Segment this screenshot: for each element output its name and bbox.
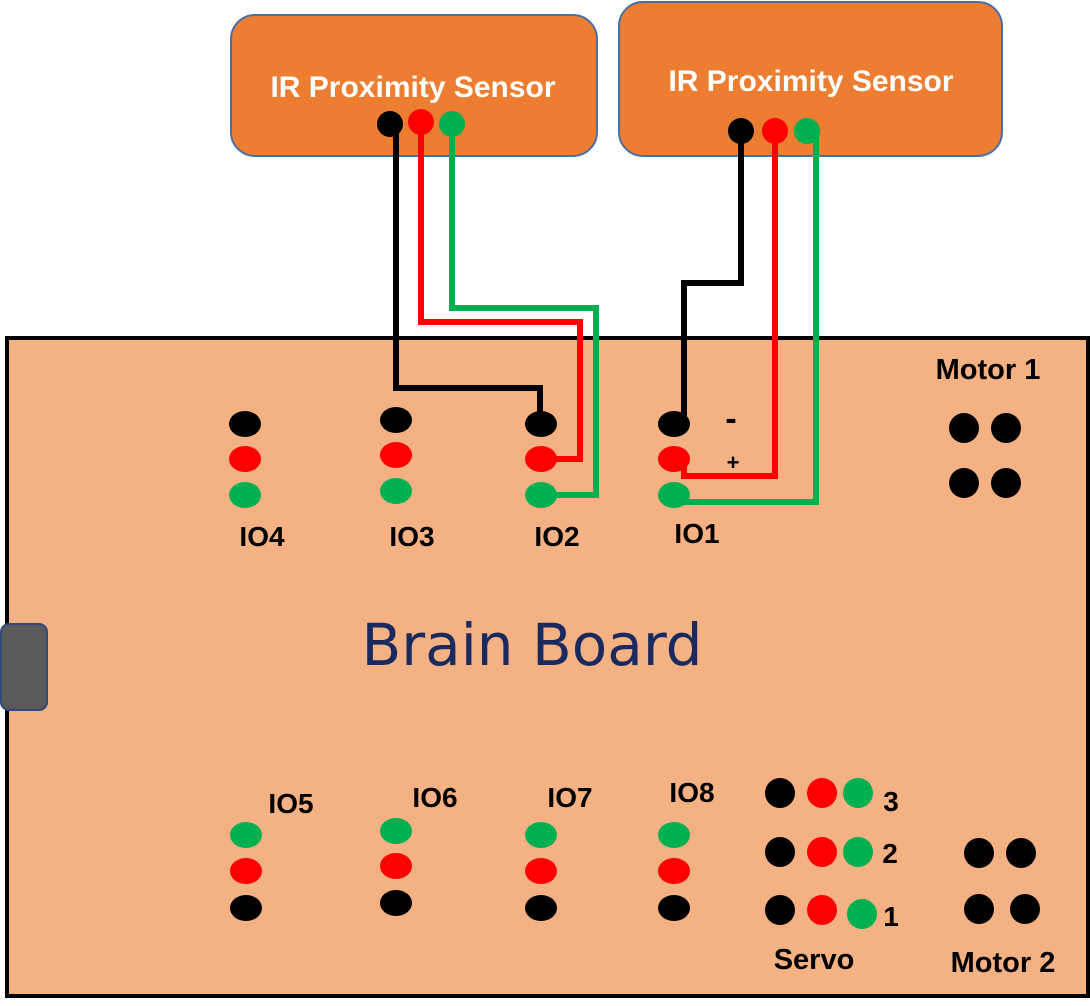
pin: [949, 468, 979, 498]
pin: [964, 894, 994, 924]
pin-power: [807, 778, 837, 808]
motor1-label: Motor 1: [936, 354, 1041, 386]
pin: [949, 413, 979, 443]
pin-power: [230, 858, 262, 884]
polarity-plus: +: [727, 450, 740, 475]
pin-ground: [380, 407, 412, 433]
port-io7: [525, 822, 557, 921]
io4-label: IO4: [239, 521, 285, 552]
pin-signal: [380, 818, 412, 844]
pin-signal: [794, 118, 820, 144]
pin-power: [525, 446, 557, 472]
port-io8: [658, 822, 690, 921]
pin-signal: [658, 482, 690, 508]
ir-sensor-left: [230, 14, 598, 157]
servo-number-3: 3: [883, 786, 899, 817]
io3-label: IO3: [389, 521, 434, 552]
port-io6: [380, 818, 412, 916]
pin-signal: [439, 111, 465, 137]
ir-sensor-right-label: IR Proximity Sensor: [668, 65, 953, 98]
wire-ground-io1: [681, 132, 744, 424]
pin-power: [658, 446, 690, 472]
pin-signal: [525, 822, 557, 848]
pin-ground: [658, 411, 690, 437]
servo-number-2: 2: [882, 838, 898, 869]
pin: [991, 413, 1021, 443]
pin: [964, 838, 994, 868]
io7-label: IO7: [547, 782, 592, 813]
pin-signal: [658, 822, 690, 848]
board-side-connector: [0, 623, 48, 711]
port-io1: [658, 411, 690, 508]
port-io3: [380, 407, 412, 504]
pin-power: [658, 858, 690, 884]
wire-signal-io2: [449, 125, 599, 498]
wire-power-io2: [418, 125, 583, 462]
ir-sensor-left-label: IR Proximity Sensor: [270, 71, 555, 104]
ir-sensor-right-pins: [728, 118, 820, 144]
pin-power: [380, 853, 412, 879]
pin-power: [380, 442, 412, 468]
pin-power: [762, 118, 788, 144]
servo-number-1: 1: [883, 901, 899, 932]
pin: [1010, 894, 1040, 924]
port-io4: [229, 411, 261, 508]
io1-label: IO1: [674, 518, 719, 549]
pin-signal: [525, 482, 557, 508]
pin-signal: [229, 482, 261, 508]
port-io5: [230, 822, 262, 921]
pin-signal: [847, 899, 877, 929]
wire-ground-io2: [393, 125, 543, 423]
io6-label: IO6: [412, 782, 457, 813]
io2-label: IO2: [534, 521, 579, 552]
pin-ground: [658, 895, 690, 921]
ir-sensor-left-pins: [377, 109, 465, 137]
pin-ground: [229, 411, 261, 437]
servo-label: Servo: [774, 944, 855, 976]
pin-ground: [380, 890, 412, 916]
polarity-minus: -: [725, 400, 736, 438]
motor2-connector: [964, 838, 1040, 924]
pin-power: [408, 109, 434, 135]
pin-ground: [728, 118, 754, 144]
pin: [1006, 838, 1036, 868]
pin-ground: [525, 411, 557, 437]
ir-sensor-right: [618, 1, 1003, 157]
pin-ground: [765, 837, 795, 867]
pin-ground: [377, 111, 403, 137]
io5-label: IO5: [268, 788, 313, 819]
pin-signal: [843, 778, 873, 808]
servo-row-1: [765, 895, 877, 929]
io8-label: IO8: [669, 777, 714, 808]
board-title: Brain Board: [362, 611, 703, 679]
pin-ground: [525, 895, 557, 921]
pin-power: [229, 446, 261, 472]
servo-row-3: [765, 778, 873, 808]
pin-power: [525, 858, 557, 884]
pin-signal: [230, 822, 262, 848]
pin-ground: [765, 778, 795, 808]
motor1-connector: [949, 413, 1021, 498]
motor2-label: Motor 2: [951, 947, 1056, 979]
pin-signal: [380, 478, 412, 504]
pin-power: [807, 837, 837, 867]
port-io2: [525, 411, 557, 508]
pin: [991, 468, 1021, 498]
pin-signal: [843, 837, 873, 867]
pin-power: [807, 895, 837, 925]
pin-ground: [765, 895, 795, 925]
pin-ground: [230, 895, 262, 921]
servo-row-2: [765, 837, 873, 867]
